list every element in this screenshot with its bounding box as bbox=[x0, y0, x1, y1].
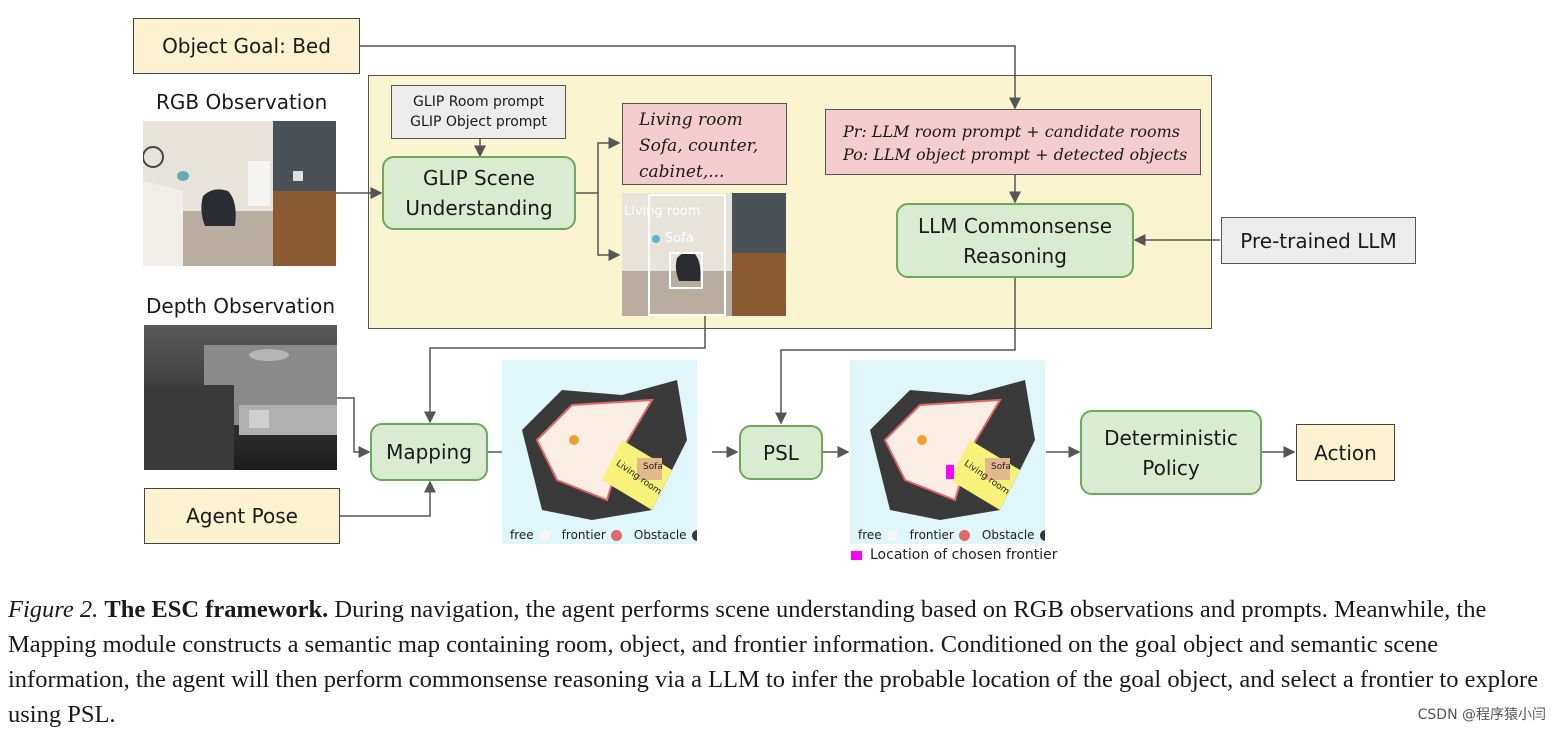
obstacle-dot bbox=[1039, 529, 1045, 541]
caption-title: The ESC framework. bbox=[104, 596, 329, 623]
llm-reasoning-line2: Reasoning bbox=[963, 243, 1067, 268]
llm-object-prompt-line: Po: LLM object prompt + detected objects bbox=[843, 143, 1200, 166]
llm-reasoning-line1: LLM Commonsense bbox=[917, 213, 1113, 238]
frontier-dot bbox=[610, 529, 622, 541]
action-label: Action bbox=[1314, 440, 1377, 465]
llm-room-prompt-line: Pr: LLM room prompt + candidate rooms bbox=[843, 120, 1200, 143]
object-goal-label: Object Goal: Bed bbox=[162, 34, 331, 58]
glip-object-prompt: GLIP Object prompt bbox=[410, 114, 547, 130]
action-box: Action bbox=[1296, 424, 1395, 481]
psl-label: PSL bbox=[763, 440, 799, 465]
llm-prompt-box: Pr: LLM room prompt + candidate rooms Po… bbox=[825, 109, 1201, 175]
psl-box: PSL bbox=[739, 425, 823, 480]
depth-observation-image bbox=[144, 325, 337, 470]
deterministic-policy-box: Deterministic Policy bbox=[1080, 410, 1262, 495]
chosen-frontier-swatch bbox=[851, 550, 862, 560]
map-1-illustration bbox=[502, 360, 697, 544]
map-1-sofa-label: Sofa bbox=[643, 462, 663, 472]
detected-objects-line1: Sofa, counter, bbox=[639, 136, 759, 156]
detection-result-box: Living room Sofa, counter, cabinet,... bbox=[622, 103, 787, 185]
rgb-observation-image bbox=[143, 121, 336, 266]
free-dot bbox=[538, 529, 550, 541]
bbox-sofa-label: Sofa bbox=[665, 231, 694, 246]
policy-line1: Deterministic bbox=[1104, 425, 1238, 450]
bbox-room-illustration bbox=[622, 193, 786, 316]
glip-scene-line2: Understanding bbox=[405, 196, 553, 220]
legend-free-label: free bbox=[858, 528, 882, 542]
glip-room-prompt: GLIP Room prompt bbox=[413, 94, 544, 110]
legend-obstacle-label: Obstacle bbox=[633, 528, 687, 542]
object-goal-box: Object Goal: Bed bbox=[133, 18, 360, 74]
connector-arrows bbox=[336, 45, 1296, 517]
llm-object-prompt: : LLM object prompt + detected objects bbox=[862, 145, 1188, 164]
rgb-room-illustration bbox=[143, 121, 336, 266]
free-dot bbox=[886, 529, 898, 541]
glip-prompts-box: GLIP Room prompt GLIP Object prompt bbox=[391, 85, 566, 139]
legend-obstacle-label: Obstacle bbox=[981, 528, 1035, 542]
detected-room: Living room bbox=[639, 110, 743, 130]
detected-objects-line2: cabinet,... bbox=[639, 162, 725, 182]
pretrained-llm-label: Pre-trained LLM bbox=[1240, 228, 1397, 253]
bbox-room-label: Living room bbox=[624, 204, 701, 219]
chosen-frontier-legend: Location of chosen frontier bbox=[851, 547, 1058, 563]
caption-body: During navigation, the agent performs sc… bbox=[8, 596, 1539, 728]
figure-caption: Figure 2. The ESC framework. During navi… bbox=[8, 592, 1553, 732]
frontier-dot bbox=[958, 529, 970, 541]
glip-scene-line1: GLIP Scene bbox=[423, 166, 535, 190]
policy-line2: Policy bbox=[1142, 455, 1200, 480]
pretrained-llm-box: Pre-trained LLM bbox=[1221, 217, 1416, 264]
caption-figure-number: Figure 2. bbox=[8, 596, 99, 623]
depth-illustration bbox=[144, 325, 337, 470]
watermark: CSDN @程序猿小闫 bbox=[1417, 707, 1546, 723]
agent-pose-label: Agent Pose bbox=[186, 504, 298, 528]
depth-observation-label: Depth Observation bbox=[146, 294, 336, 318]
semantic-map-2: Sofa Living room free frontier Obstacle bbox=[850, 360, 1045, 544]
llm-reasoning-box: LLM Commonsense Reasoning bbox=[896, 203, 1134, 278]
legend-frontier-label: frontier bbox=[561, 528, 606, 542]
pr-symbol: Pr bbox=[843, 122, 862, 141]
obstacle-dot bbox=[691, 529, 697, 541]
rgb-observation-label: RGB Observation bbox=[156, 90, 328, 114]
po-symbol: Po bbox=[843, 145, 863, 164]
mapping-box: Mapping bbox=[370, 423, 488, 481]
semantic-map-1: Sofa Living room free frontier Obstacle bbox=[502, 360, 697, 544]
llm-room-prompt: : LLM room prompt + candidate rooms bbox=[861, 122, 1180, 141]
glip-scene-understanding-box: GLIP Scene Understanding bbox=[382, 156, 576, 230]
map-2-sofa-label: Sofa bbox=[991, 462, 1011, 472]
map-2-legend: free frontier Obstacle bbox=[858, 528, 1045, 542]
map-1-legend: free frontier Obstacle bbox=[510, 528, 697, 542]
agent-pose-box: Agent Pose bbox=[144, 488, 340, 544]
mapping-label: Mapping bbox=[386, 440, 472, 464]
detection-bbox-image: Living room Sofa bbox=[622, 193, 786, 316]
map-2-illustration bbox=[850, 360, 1045, 544]
legend-free-label: free bbox=[510, 528, 534, 542]
legend-frontier-label: frontier bbox=[909, 528, 954, 542]
chosen-frontier-label: Location of chosen frontier bbox=[870, 547, 1058, 563]
